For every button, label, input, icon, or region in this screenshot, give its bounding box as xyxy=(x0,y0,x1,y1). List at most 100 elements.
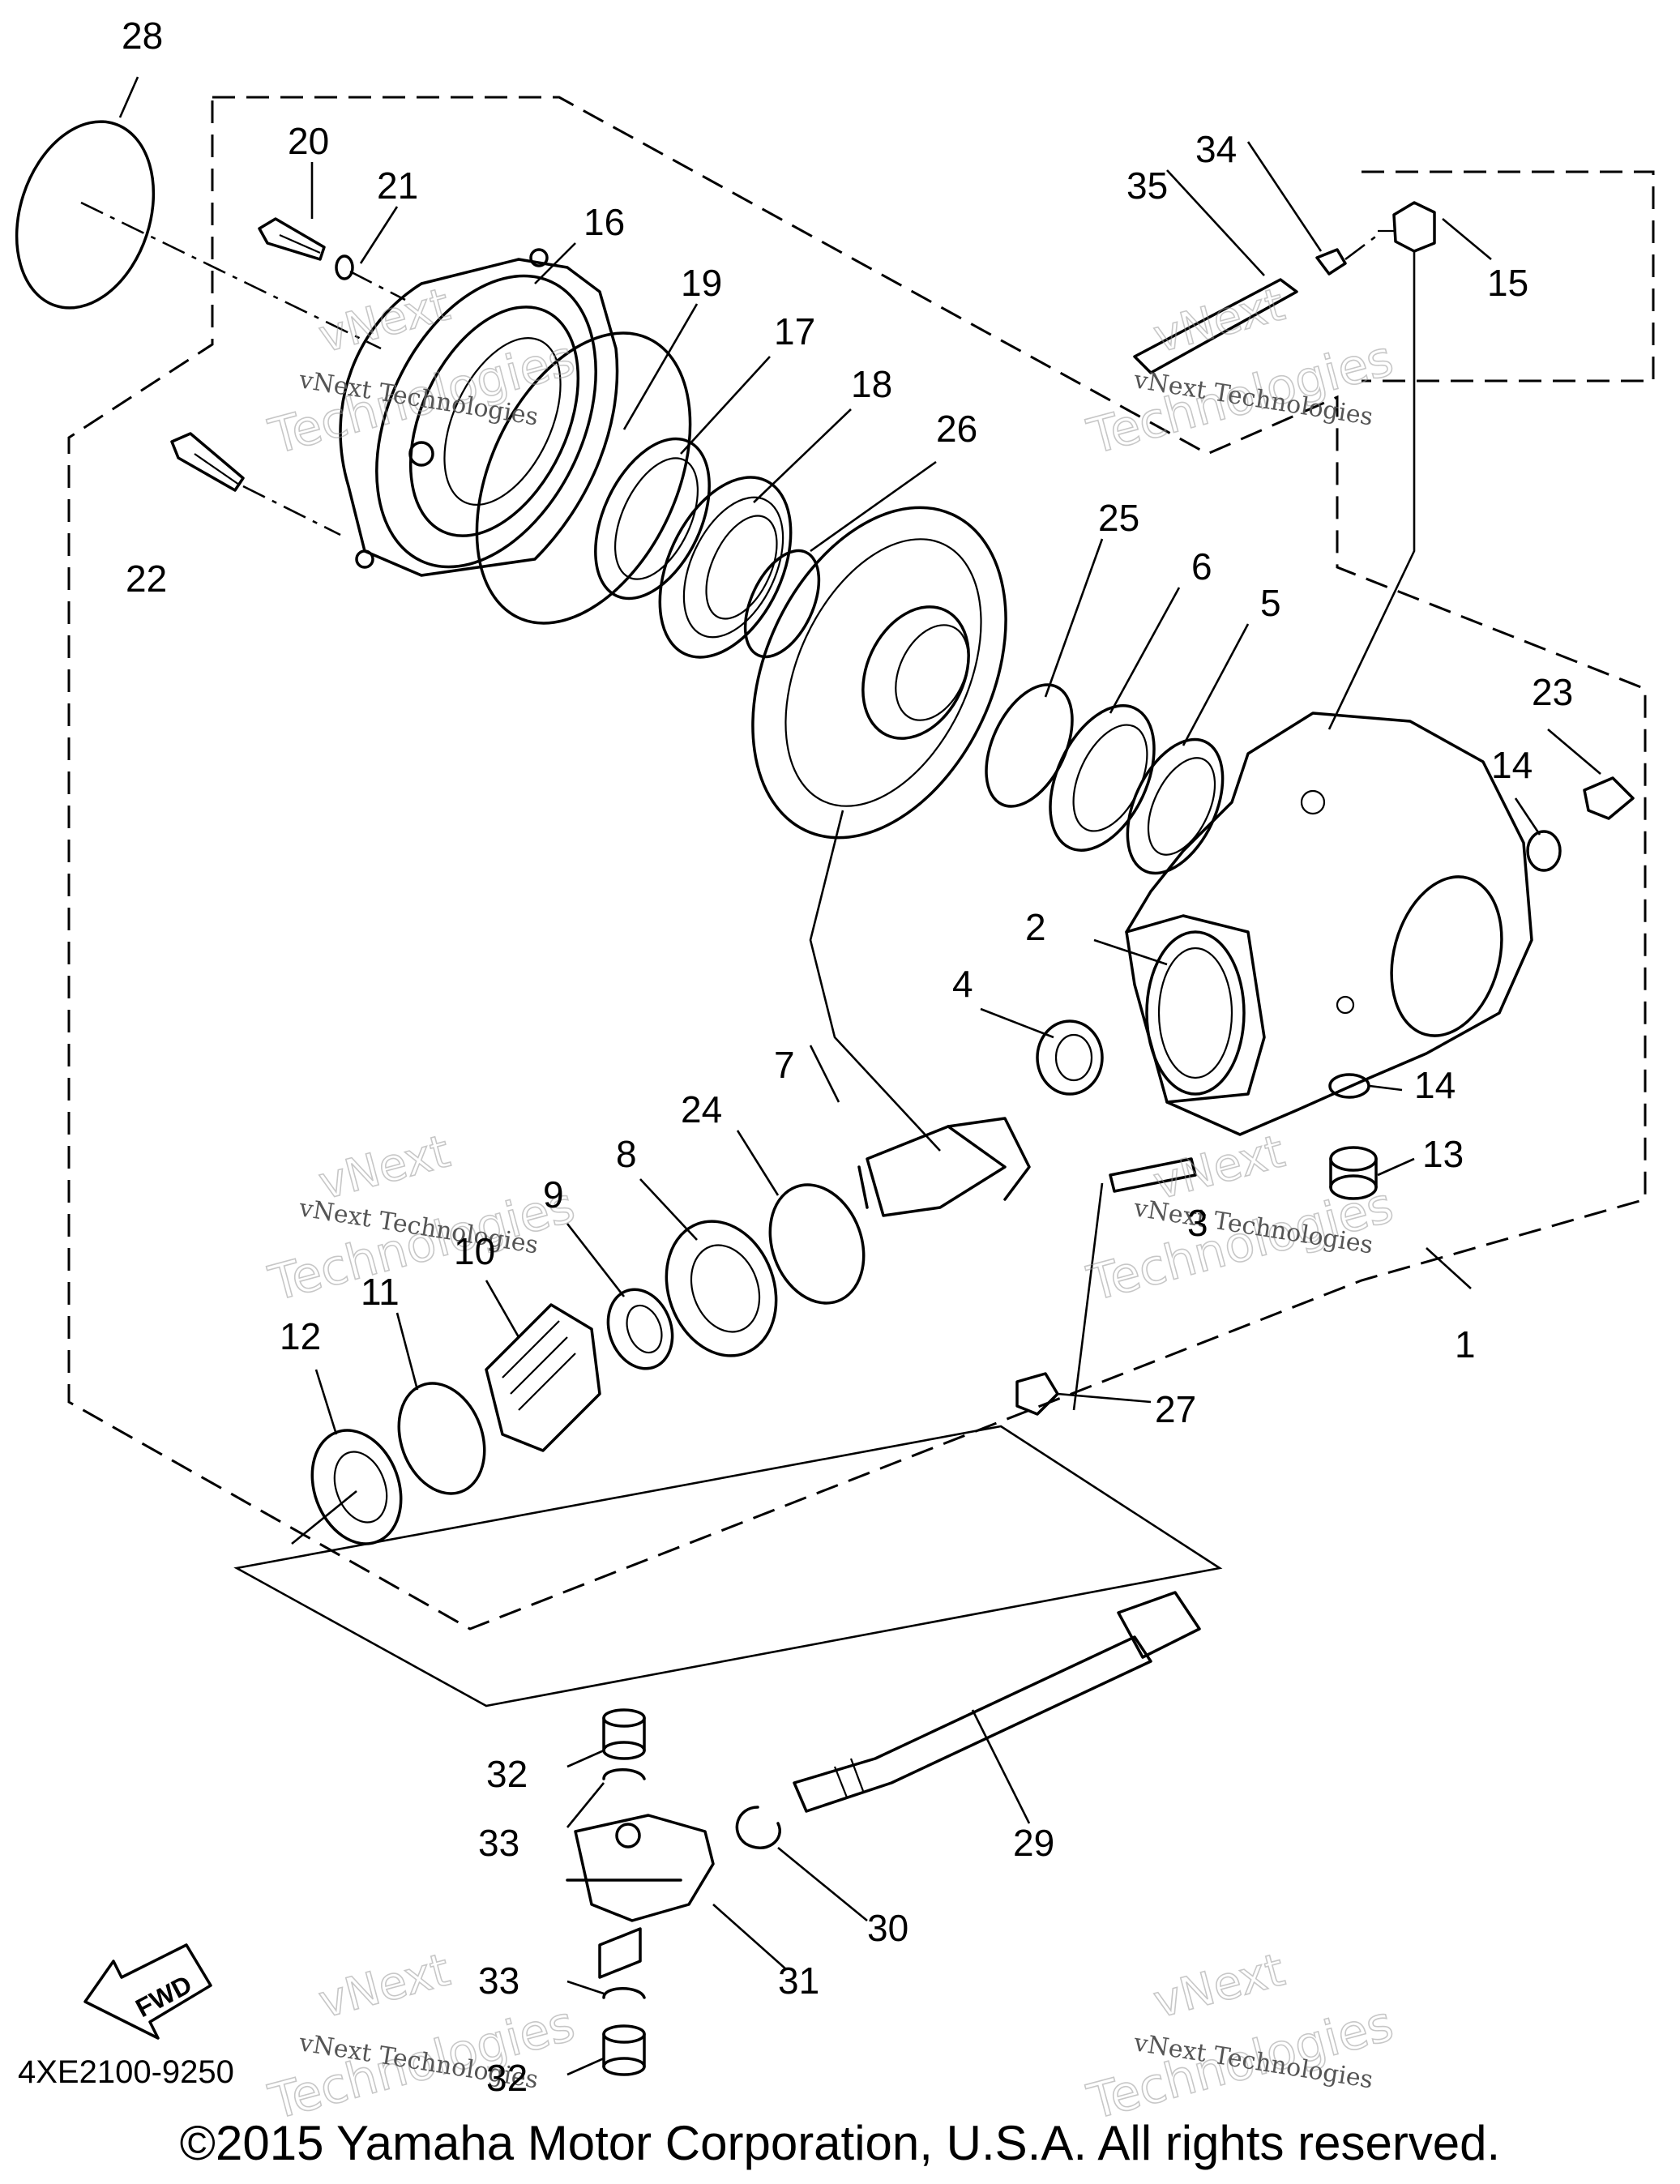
part-35-pin xyxy=(1133,278,1298,374)
part-7-drive-pinion xyxy=(857,1117,1031,1217)
callout-34: 34 xyxy=(1195,128,1237,170)
callout-17: 17 xyxy=(774,310,815,353)
callout-3: 3 xyxy=(1187,1202,1208,1244)
callout-25: 25 xyxy=(1098,497,1139,539)
callout-10: 10 xyxy=(454,1230,495,1272)
part-26-ring-gear xyxy=(751,506,1007,840)
part-32-bearing-cap-lower xyxy=(602,2024,646,2076)
callout-7: 7 xyxy=(774,1044,795,1086)
callout-29: 29 xyxy=(1013,1822,1054,1864)
part-20-bolt xyxy=(258,217,326,261)
part-14-gasket-lower xyxy=(1328,1073,1370,1099)
watermark-bottom-left: vNext Technologies vNext Technologies xyxy=(263,1943,581,2132)
part-3-stud xyxy=(1109,1157,1197,1193)
copyright-notice: ©2015 Yamaha Motor Corporation, U.S.A. A… xyxy=(179,2116,1501,2170)
callout-12: 12 xyxy=(280,1315,321,1357)
callout-6: 6 xyxy=(1191,545,1212,588)
callout-labels: 1 2 3 4 5 6 7 8 9 10 11 12 13 14 14 15 1… xyxy=(122,15,1573,2099)
part-11-o-ring xyxy=(397,1382,486,1495)
part-28-centerline xyxy=(80,201,382,350)
part-12-center-line xyxy=(291,1489,357,1545)
part-31-universal-joint xyxy=(566,1814,715,1979)
part-25-thrust-washer xyxy=(985,683,1074,808)
svg-text:vNext: vNext xyxy=(1148,278,1290,363)
watermark-top-right: vNext Technologies vNext Technologies xyxy=(1081,278,1400,467)
callout-30: 30 xyxy=(867,1907,908,1949)
part-26-shim-ring xyxy=(743,549,821,659)
callout-32-upper: 32 xyxy=(486,1753,528,1795)
watermark-middle-right: vNext Technologies vNext Technologies xyxy=(1081,1125,1400,1314)
callout-24: 24 xyxy=(681,1088,722,1130)
part-8-bearing xyxy=(665,1220,778,1357)
callout-28: 28 xyxy=(122,15,163,57)
watermark-middle-left: vNext Technologies vNext Technologies xyxy=(263,1125,581,1314)
watermark-bottom-right: vNext Technologies vNext Technologies xyxy=(1081,1943,1400,2132)
part-15-breather-dashdot xyxy=(1344,233,1379,261)
part-5-oil-seal xyxy=(1126,737,1225,875)
callout-31: 31 xyxy=(778,1960,819,2002)
part-22-bolt xyxy=(170,432,245,492)
part-24-o-ring xyxy=(768,1183,866,1305)
part-7-leader xyxy=(809,810,941,1152)
callout-35: 35 xyxy=(1126,165,1168,207)
diagram-code: 4XE2100-9250 xyxy=(18,2054,234,2090)
callout-20: 20 xyxy=(288,120,329,162)
callout-15: 15 xyxy=(1487,262,1528,304)
part-19-o-ring xyxy=(475,331,692,625)
part-16-housing-cover xyxy=(339,248,619,577)
part-14-gasket-upper xyxy=(1526,830,1562,872)
callout-18: 18 xyxy=(851,363,892,405)
part-10-bearing-retainer xyxy=(485,1303,601,1452)
callout-11: 11 xyxy=(361,1271,400,1313)
callout-32-lower: 32 xyxy=(486,2057,528,2099)
svg-text:vNext: vNext xyxy=(314,1125,455,1210)
part-21-leader-dashdot xyxy=(349,270,406,301)
callout-23: 23 xyxy=(1532,671,1573,713)
part-29-drive-shaft xyxy=(793,1591,1201,1813)
assembly-boundary-upper-right xyxy=(1362,170,1655,383)
part-2-gear-case xyxy=(1125,712,1533,1136)
callout-9: 9 xyxy=(543,1173,564,1216)
callout-21: 21 xyxy=(377,165,418,207)
callout-5: 5 xyxy=(1260,582,1281,624)
svg-text:vNext: vNext xyxy=(314,278,455,363)
part-4-bearing xyxy=(1036,1019,1104,1096)
part-34-nut xyxy=(1315,248,1347,276)
callout-13: 13 xyxy=(1422,1133,1464,1175)
callout-8: 8 xyxy=(616,1133,637,1175)
assembly-boundary-main xyxy=(67,96,1647,1631)
callout-4: 4 xyxy=(952,963,973,1005)
part-15-breather-line xyxy=(1327,251,1416,730)
callout-22: 22 xyxy=(126,558,167,600)
fwd-arrow-icon: FWD xyxy=(83,1943,212,2040)
callout-33-lower: 33 xyxy=(478,1960,519,2002)
svg-text:vNext: vNext xyxy=(1148,1125,1290,1210)
callout-33-upper: 33 xyxy=(478,1822,519,1864)
part-13-drain-plug xyxy=(1329,1146,1378,1200)
part-3-stud-line xyxy=(1072,1182,1104,1411)
leader-lines xyxy=(118,76,1601,2076)
callout-27: 27 xyxy=(1155,1388,1196,1430)
part-17-oil-seal xyxy=(594,437,711,600)
callout-19: 19 xyxy=(681,262,722,304)
svg-text:vNext: vNext xyxy=(1148,1943,1290,2028)
callout-14-upper: 14 xyxy=(1491,744,1533,786)
part-15-breather-fitting xyxy=(1378,201,1436,253)
part-33-circlip-upper xyxy=(602,1768,646,1780)
part-27-nut xyxy=(1015,1372,1059,1416)
callout-26: 26 xyxy=(936,408,977,450)
part-23-plug xyxy=(1583,776,1635,820)
shaft-group-outline xyxy=(233,1425,1223,1707)
callout-14-lower: 14 xyxy=(1414,1064,1456,1106)
part-18-bearing xyxy=(658,476,793,659)
callout-1: 1 xyxy=(1455,1323,1476,1366)
part-21-washer xyxy=(335,254,354,280)
callout-16: 16 xyxy=(584,201,625,243)
part-28-o-ring xyxy=(15,120,156,310)
callout-2: 2 xyxy=(1025,906,1046,948)
part-9-collar xyxy=(606,1288,674,1370)
part-30-circlip xyxy=(735,1806,781,1849)
part-12-oil-seal xyxy=(310,1429,403,1545)
part-33-circlip-lower xyxy=(602,1987,646,1999)
